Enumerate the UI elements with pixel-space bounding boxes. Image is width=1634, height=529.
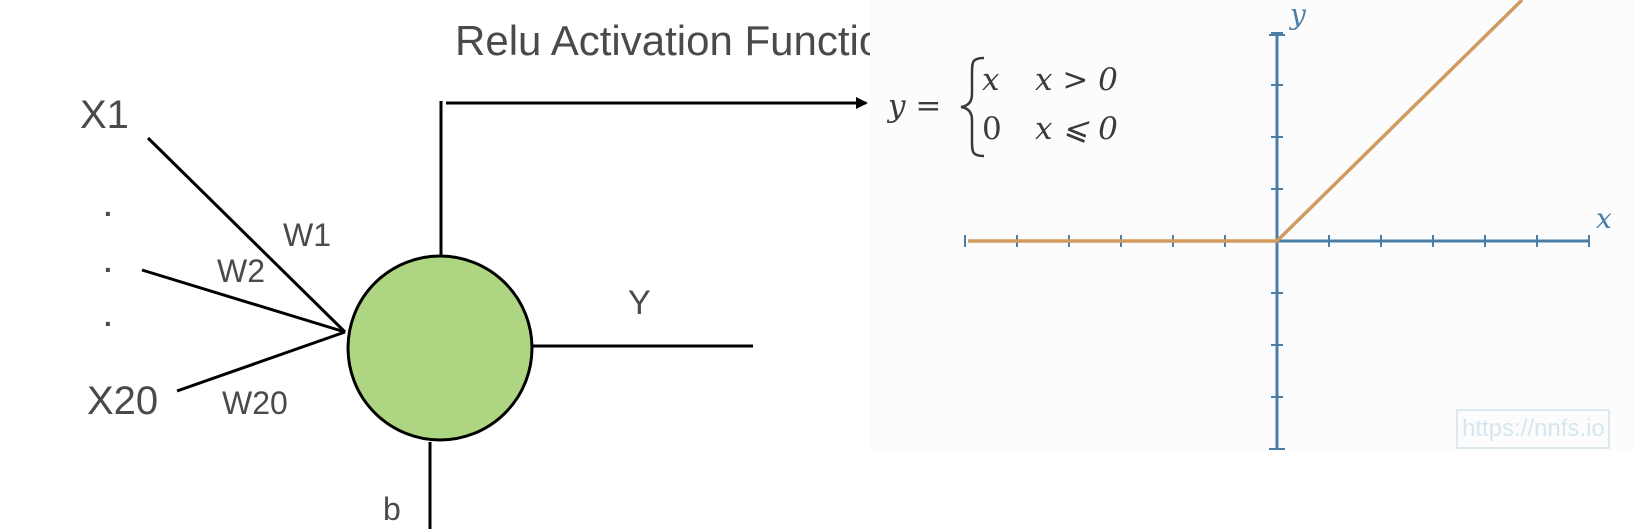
watermark-box <box>1456 409 1610 449</box>
formula-case1-condition: x > 0 <box>1035 62 1118 98</box>
weight-w20-label: W20 <box>222 385 288 421</box>
input-x20-label: X20 <box>87 379 158 423</box>
relu-graph-panel: y = x x > 0 0 x ⩽ 0 x y https://nnfs.io <box>870 0 1634 452</box>
bias-label: b <box>383 491 401 527</box>
formula-lhs: y = <box>886 88 941 124</box>
watermark-text: https://nnfs.io <box>1462 415 1605 442</box>
relu-formula: y = x x > 0 0 x ⩽ 0 <box>886 56 1118 158</box>
ellipsis-dot-1: . <box>104 191 112 222</box>
ellipsis-dot-3: . <box>104 301 112 332</box>
y-axis-label: y <box>1288 0 1307 31</box>
graph-background <box>870 0 1634 452</box>
x-axis-label: x <box>1596 202 1612 235</box>
output-y-label: Y <box>628 284 651 322</box>
weight-w2-label: W2 <box>217 253 265 289</box>
neuron-node <box>346 254 534 442</box>
formula-brace <box>960 56 985 158</box>
formula-case2-condition: x ⩽ 0 <box>1035 111 1118 147</box>
ellipsis-dot-2: . <box>104 247 112 278</box>
weight-w1-label: W1 <box>283 217 331 253</box>
neuron-diagram: X1 X20 . . . W1 W2 W20 Y b <box>80 93 868 529</box>
relu-curve <box>968 0 1524 243</box>
input-line-x2 <box>141 268 346 334</box>
formula-case1-value: x <box>982 62 1000 98</box>
formula-case2-value: 0 <box>982 111 1002 147</box>
relu-title: Relu Activation Function <box>455 17 906 64</box>
input-line-x20 <box>176 330 346 393</box>
input-line-x1 <box>146 136 347 334</box>
input-x1-label: X1 <box>80 93 129 137</box>
